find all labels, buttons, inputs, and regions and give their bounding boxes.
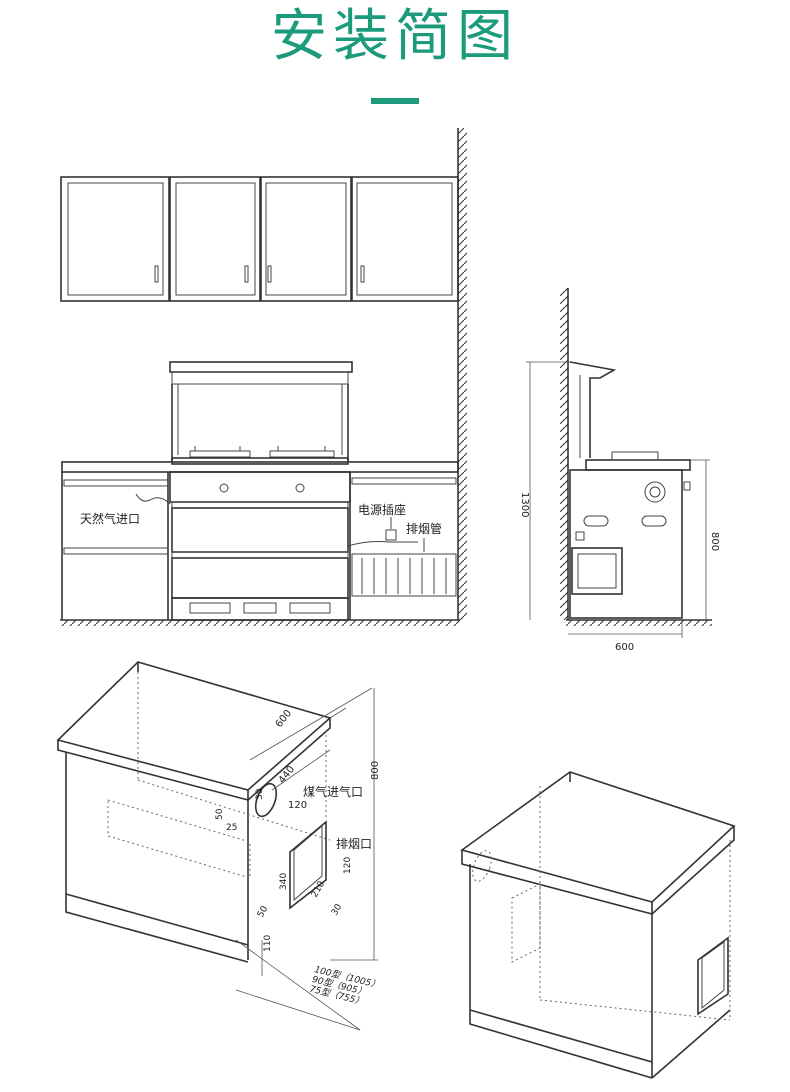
- upper-cabinets: [60, 176, 459, 302]
- floor-hatch: [60, 620, 460, 626]
- iso-dim-30b: 30: [330, 902, 345, 917]
- iso-cabinet-installed: [460, 771, 736, 1079]
- dim-1300: 1300: [519, 492, 530, 517]
- dim-600-side: 600: [615, 642, 634, 653]
- side-view: 1300 800 600: [519, 288, 720, 653]
- wall-hatch: [458, 128, 467, 620]
- dim-800-side: 800: [709, 532, 720, 551]
- iso-dim-120a: 120: [288, 800, 307, 811]
- iso-dim-210: 210: [310, 879, 327, 899]
- base-cabinets: [61, 461, 459, 621]
- iso-dim-50a: 50: [215, 808, 225, 820]
- iso-dim-25: 25: [226, 823, 237, 833]
- iso-dim-50b: 50: [256, 904, 271, 919]
- exhaust-port-label: 排烟口: [336, 837, 372, 851]
- side-floor-hatch: [566, 620, 712, 626]
- iso-cabinet-cutout: 600 440 800 120 30 50 25 120 340 210 50 …: [56, 661, 381, 1031]
- front-view: 天然气进口 电源插座 排烟管: [60, 128, 467, 626]
- iso-dim-30a: 30: [255, 788, 265, 800]
- side-wall-hatch: [560, 288, 568, 620]
- integrated-range-hood: [169, 361, 353, 465]
- iso-dim-800: 800: [370, 761, 381, 780]
- gas-inlet-label: 天然气进口: [80, 511, 140, 526]
- page-title: 安装简图: [271, 4, 519, 69]
- iso-dim-600: 600: [274, 708, 294, 730]
- gas-port-label: 煤气进气口: [303, 784, 363, 799]
- power-socket-label: 电源插座: [358, 502, 406, 517]
- exhaust-pipe-label: 排烟管: [406, 521, 442, 536]
- iso-dim-120b: 120: [343, 857, 353, 874]
- iso-dim-340: 340: [279, 873, 289, 890]
- title-accent-bar: [371, 98, 419, 104]
- iso-dim-110: 110: [263, 935, 273, 952]
